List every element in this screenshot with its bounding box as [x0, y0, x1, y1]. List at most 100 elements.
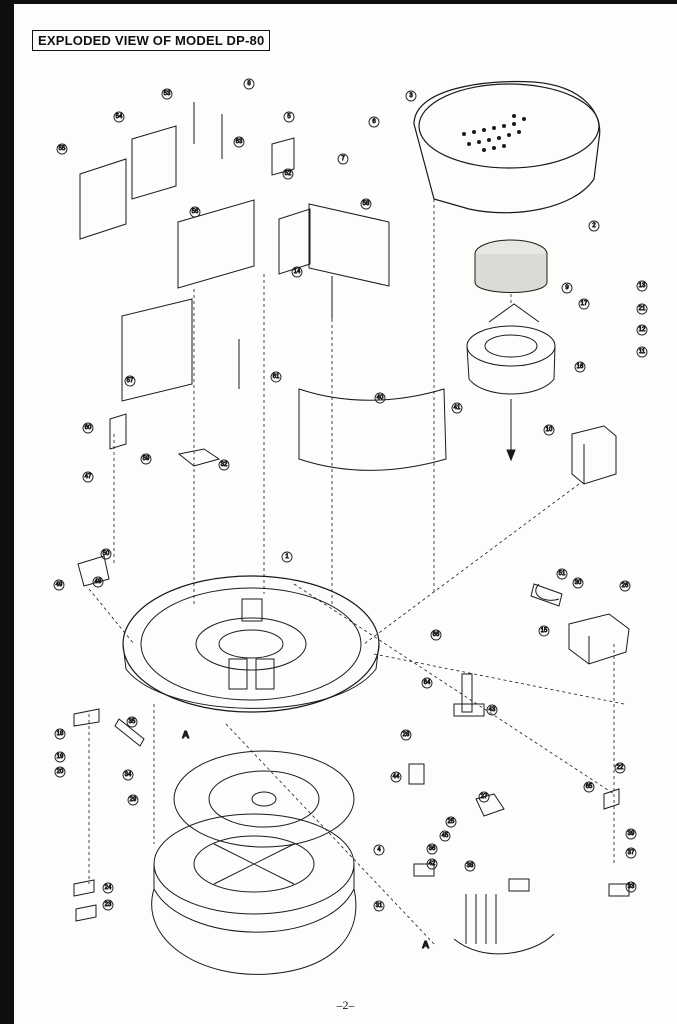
svg-text:1: 1 — [285, 554, 289, 560]
filter-pad — [474, 239, 548, 293]
callout-38: 38 — [464, 860, 476, 872]
svg-text:41: 41 — [454, 405, 461, 411]
callout-20: 20 — [54, 766, 66, 778]
callout-37: 37 — [625, 847, 637, 859]
reference-mark-a-detail: A — [422, 940, 429, 951]
callout-39: 39 — [625, 828, 637, 840]
svg-text:26: 26 — [622, 583, 629, 589]
callout-18: 18 — [54, 728, 66, 740]
exploded-view-diagram: 2 3 5 6 7 8 9 10 11 12 13 14 15 16 17 18… — [53, 78, 648, 975]
callout-6: 6 — [368, 116, 380, 128]
callout-16: 16 — [574, 361, 586, 373]
callout-14: 14 — [291, 266, 303, 278]
svg-text:54: 54 — [116, 114, 123, 120]
callout-55: 55 — [56, 143, 68, 155]
svg-text:13: 13 — [639, 283, 646, 289]
callout-66: 66 — [430, 629, 442, 641]
svg-text:6: 6 — [372, 119, 376, 125]
svg-text:19: 19 — [57, 754, 64, 760]
callout-8: 8 — [243, 78, 255, 90]
callout-11: 11 — [636, 346, 648, 358]
callout-61: 61 — [270, 371, 282, 383]
svg-text:28: 28 — [403, 732, 410, 738]
callout-54: 54 — [113, 111, 125, 123]
bottom-bowl — [151, 813, 357, 975]
svg-text:7: 7 — [341, 156, 345, 162]
svg-text:39: 39 — [628, 831, 635, 837]
callout-50: 50 — [100, 548, 112, 560]
callout-49: 49 — [53, 579, 65, 591]
svg-text:36: 36 — [429, 846, 436, 852]
svg-text:37: 37 — [628, 850, 635, 856]
base-plate — [173, 750, 355, 848]
callout-1: 1 — [281, 551, 293, 563]
svg-text:21: 21 — [639, 306, 646, 312]
svg-text:24: 24 — [105, 885, 112, 891]
callout-26: 26 — [619, 580, 631, 592]
svg-text:5: 5 — [287, 114, 291, 120]
svg-text:35: 35 — [129, 719, 136, 725]
callout-53: 53 — [161, 88, 173, 100]
callout-10: 10 — [543, 424, 555, 436]
svg-text:50: 50 — [103, 551, 110, 557]
callout-4: 4 — [373, 844, 385, 856]
svg-text:9: 9 — [565, 285, 569, 291]
callout-7: 7 — [337, 153, 349, 165]
callout-13: 13 — [636, 280, 648, 292]
callout-64: 64 — [421, 677, 433, 689]
callout-52: 52 — [282, 168, 294, 180]
callout-30: 30 — [572, 577, 584, 589]
svg-text:25: 25 — [448, 819, 455, 825]
svg-text:34: 34 — [125, 772, 132, 778]
callout-59: 59 — [140, 453, 152, 465]
svg-text:66: 66 — [433, 632, 440, 638]
callout-60: 60 — [82, 422, 94, 434]
callout-57: 57 — [124, 375, 136, 387]
circuit-boards — [79, 102, 390, 402]
callout-33: 33 — [625, 881, 637, 893]
svg-text:3: 3 — [409, 93, 413, 99]
part-callouts: 2 3 5 6 7 8 9 10 11 12 13 14 15 16 17 18… — [53, 78, 648, 912]
callout-24: 24 — [102, 882, 114, 894]
callout-43: 43 — [486, 704, 498, 716]
svg-text:14: 14 — [294, 269, 301, 275]
callout-63: 63 — [233, 136, 245, 148]
svg-text:47: 47 — [85, 474, 92, 480]
callout-48: 48 — [92, 576, 104, 588]
leader-lines — [88, 199, 625, 945]
callout-27: 27 — [478, 791, 490, 803]
svg-text:23: 23 — [105, 902, 112, 908]
callout-56: 56 — [189, 206, 201, 218]
callout-28: 28 — [400, 729, 412, 741]
svg-text:64: 64 — [424, 680, 431, 686]
svg-text:18: 18 — [57, 731, 64, 737]
callout-34: 34 — [122, 769, 134, 781]
page-title: EXPLODED VIEW OF MODEL DP-80 — [32, 30, 271, 51]
callout-29: 29 — [127, 794, 139, 806]
callout-5: 5 — [283, 111, 295, 123]
reference-mark-a: A — [182, 730, 189, 741]
callout-36: 36 — [426, 843, 438, 855]
svg-text:53: 53 — [164, 91, 171, 97]
svg-text:2: 2 — [592, 223, 596, 229]
callout-3: 3 — [405, 90, 417, 102]
svg-text:16: 16 — [577, 364, 584, 370]
callout-25: 25 — [445, 816, 457, 828]
top-cover — [413, 80, 601, 214]
svg-text:43: 43 — [489, 707, 496, 713]
callout-42: 42 — [426, 858, 438, 870]
callout-21: 21 — [636, 303, 648, 315]
callout-23: 23 — [102, 899, 114, 911]
svg-text:32: 32 — [221, 462, 228, 468]
callout-45: 45 — [439, 830, 451, 842]
callout-58: 58 — [360, 198, 372, 210]
manual-page: EXPLODED VIEW OF MODEL DP-80 — [14, 4, 677, 1024]
svg-text:30: 30 — [575, 580, 582, 586]
callout-19: 19 — [54, 751, 66, 763]
svg-text:55: 55 — [59, 146, 66, 152]
svg-text:56: 56 — [192, 209, 199, 215]
callout-41: 41 — [451, 402, 463, 414]
svg-text:10: 10 — [546, 427, 553, 433]
svg-text:20: 20 — [57, 769, 64, 775]
svg-text:31: 31 — [376, 903, 383, 909]
